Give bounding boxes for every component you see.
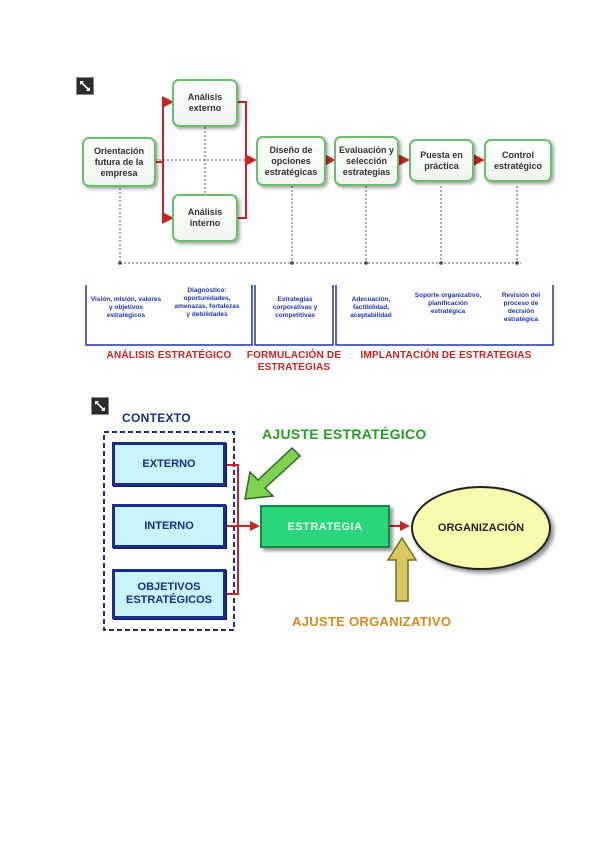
note-estrategias: Estrategias corporativas y competitivas [272,296,318,319]
phase-formulacion-label: FORMULACIÓN DE ESTRATEGIAS [246,350,342,373]
note-revision: Revisión del proceso de decisión estraté… [501,292,541,323]
control-box: Control estratégico [484,139,552,182]
orientacion-box: Orientación futura de la empresa [82,137,156,187]
green-arrow-icon [244,446,302,500]
ajuste-estrategico-label: AJUSTE ESTRATÉGICO [262,426,427,442]
note-adecuacion: Adecuación, factibilidad, aceptabilidad [350,296,392,319]
expand-icon[interactable] [76,77,94,95]
puesta-box: Puesta en práctica [409,139,474,182]
objetivos-box: OBJETIVOS ESTRATÉGICOS [112,569,226,619]
phase-implantacion-label: IMPLANTACIÓN DE ESTRATEGIAS [360,350,532,361]
interno-box: INTERNO [112,504,226,548]
yellow-arrow-icon [386,536,418,602]
organizacion-ellipse: ORGANIZACIÓN [411,486,551,570]
estrategia-box: ESTRATEGIA [260,505,390,548]
externo-box: EXTERNO [112,442,226,486]
analisis-interno-box: Análisis interno [172,194,238,242]
note-diagnostico: Diagnóstico: oportunidades, amenazas, fo… [174,287,240,318]
note-soporte: Soporte organizativo, planificación estr… [414,292,482,315]
diseno-box: Diseño de opciones estratégicas [256,136,326,186]
ajuste-organizativo-label: AJUSTE ORGANIZATIVO [292,614,452,629]
contexto-label: CONTEXTO [122,411,191,425]
evaluacion-box: Evaluación y selección estrategias [334,136,399,186]
note-vision: Visión, misión, valores y objetivos estr… [90,296,162,319]
phase-analisis-label: ANÁLISIS ESTRATÉGICO [106,350,232,361]
expand-icon[interactable] [91,397,109,415]
analisis-externo-box: Análisis externo [172,79,238,127]
